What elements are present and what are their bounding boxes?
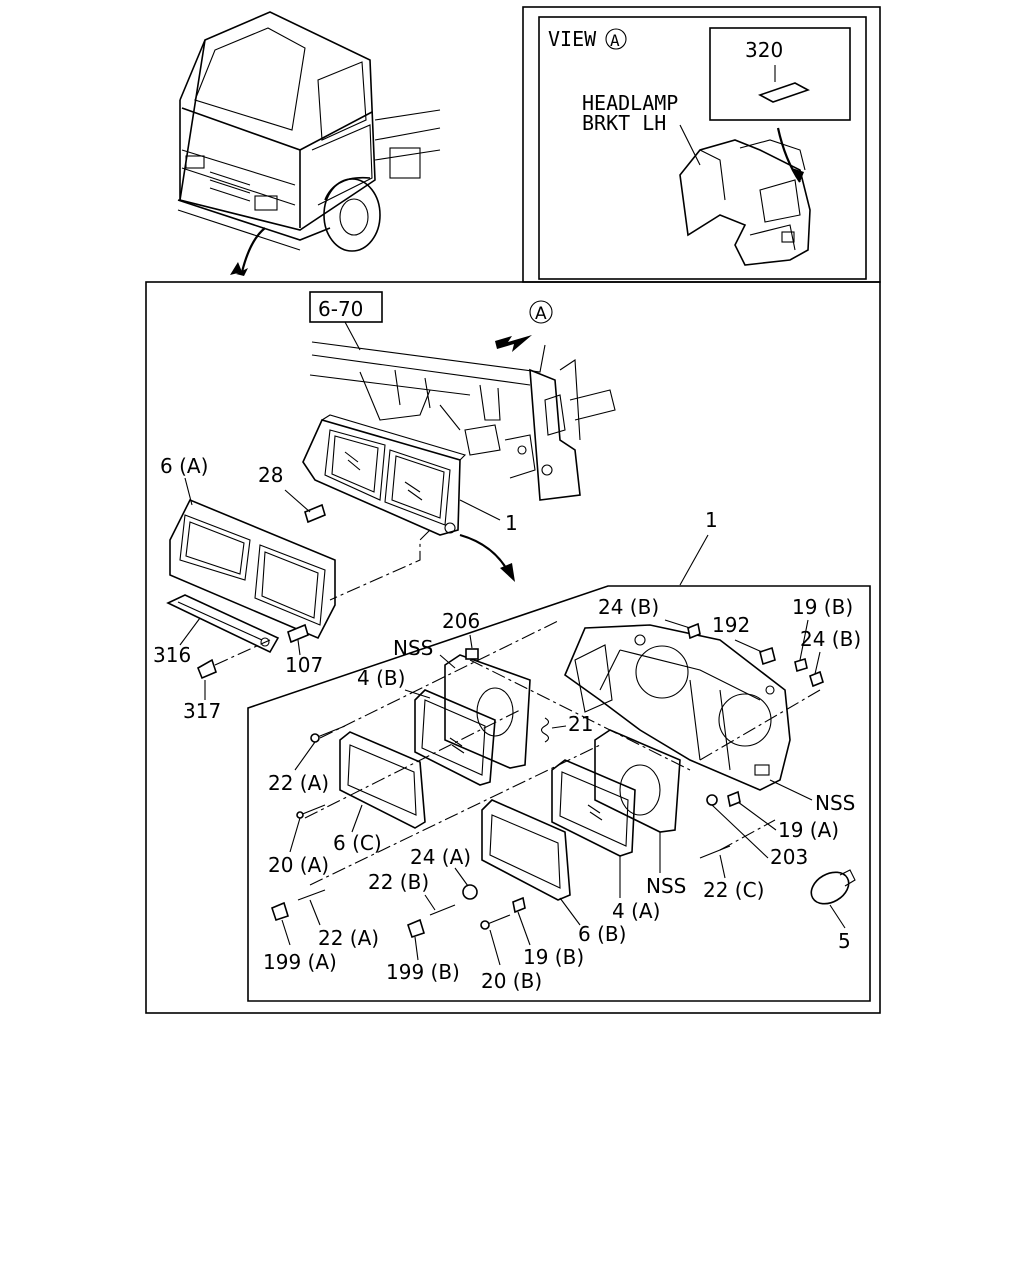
nut-199b (407, 918, 425, 939)
nut-24b-top (687, 622, 701, 640)
clip-19b-lower (512, 896, 526, 914)
screw-22a-upper (314, 725, 346, 739)
label-4a: 4 (A) (612, 899, 660, 923)
grommet-24a (462, 884, 478, 900)
bezel-6a (169, 498, 336, 640)
nut-199a (271, 901, 289, 922)
label-6a: 6 (A) (160, 454, 208, 478)
frame-structure (309, 341, 616, 501)
label-199a: 199 (A) (263, 950, 337, 974)
nut-192 (759, 646, 776, 666)
screw-22c (699, 845, 731, 859)
label-22a-upper: 22 (A) (268, 771, 329, 795)
headlamp-bracket-label-line2: BRKT LH (582, 111, 666, 135)
label-317: 317 (183, 699, 221, 723)
spring-21 (540, 717, 550, 743)
clip-19a (727, 790, 741, 808)
view-a-panel: VIEW A 320 HEADLAMP BRKT LH (522, 6, 881, 283)
truck-overview-illustration (177, 11, 441, 276)
headlamp-bracket-label-line1: HEADLAMP (582, 91, 678, 115)
screw-28 (304, 503, 326, 524)
label-19b-lower: 19 (B) (523, 945, 584, 969)
label-19a: 19 (A) (778, 818, 839, 842)
label-19b-top: 19 (B) (792, 595, 853, 619)
label-22b: 22 (B) (368, 870, 429, 894)
label-199b: 199 (B) (386, 960, 460, 984)
label-1-upper: 1 (505, 511, 518, 535)
label-22a-lower: 22 (A) (318, 926, 379, 950)
headlamp-housing-assembled (302, 414, 467, 601)
view-a-inner-frame (538, 16, 867, 280)
screw-203 (706, 794, 718, 806)
label-nss-right: NSS (815, 791, 855, 815)
part-320-pad (758, 82, 810, 103)
plate-316 (166, 594, 280, 654)
label-107: 107 (285, 653, 323, 677)
label-21: 21 (568, 712, 593, 736)
label-4b: 4 (B) (357, 666, 405, 690)
headlamp-backing-206 (444, 654, 531, 769)
view-direction-arrow (495, 335, 532, 352)
nut-24b-right (809, 670, 824, 688)
label-24a: 24 (A) (410, 845, 471, 869)
view-a-marker-circle (529, 300, 553, 324)
clip-19b-top (794, 657, 808, 673)
part-320-label: 320 (745, 38, 783, 62)
label-24b-top: 24 (B) (598, 595, 659, 619)
label-6c: 6 (C) (333, 831, 382, 855)
headlamp-4a (551, 729, 681, 857)
label-1-lower: 1 (705, 508, 718, 532)
view-a-marker-letter-main: A (535, 304, 547, 324)
label-6b: 6 (B) (578, 922, 626, 946)
main-panel-frame (145, 281, 881, 1014)
view-a-marker-letter: A (610, 31, 620, 50)
bezel-6b (481, 799, 571, 901)
screw-107 (287, 623, 309, 644)
headlamp-bracket-lh (679, 127, 811, 266)
label-nss-left: NSS (393, 636, 433, 660)
headlamp-mount-bracket (564, 624, 791, 791)
detail-exploded-panel: 24 (B) 192 19 (B) 24 (B) 206 NSS 4 (B) 2… (247, 585, 871, 1002)
view-a-circle-marker (605, 28, 627, 50)
view-a-title: VIEW (548, 27, 597, 51)
label-24b-right: 24 (B) (800, 627, 861, 651)
bezel-6c (339, 731, 426, 829)
part-320-inset-box (709, 27, 851, 121)
screw-20a (299, 804, 326, 816)
label-20b: 20 (B) (481, 969, 542, 993)
ref-6-70-box (309, 291, 383, 323)
detail-panel-frame (247, 585, 871, 1002)
label-206: 206 (442, 609, 480, 633)
screw-22a-lower (297, 889, 326, 901)
label-20a: 20 (A) (268, 853, 329, 877)
label-5: 5 (838, 929, 851, 953)
clip-206 (465, 648, 479, 660)
screw-317 (196, 658, 217, 680)
label-28: 28 (258, 463, 283, 487)
label-203: 203 (770, 845, 808, 869)
headlamp-4b (414, 687, 514, 786)
label-22c: 22 (C) (703, 878, 764, 902)
ref-6-70-label: 6-70 (318, 297, 363, 321)
screw-22b (429, 904, 456, 916)
main-assembly-panel: 6-70 A (145, 281, 881, 1014)
label-316: 316 (153, 643, 191, 667)
label-192: 192 (712, 613, 750, 637)
label-nss-lower: NSS (646, 874, 686, 898)
bulb-5 (810, 869, 856, 905)
